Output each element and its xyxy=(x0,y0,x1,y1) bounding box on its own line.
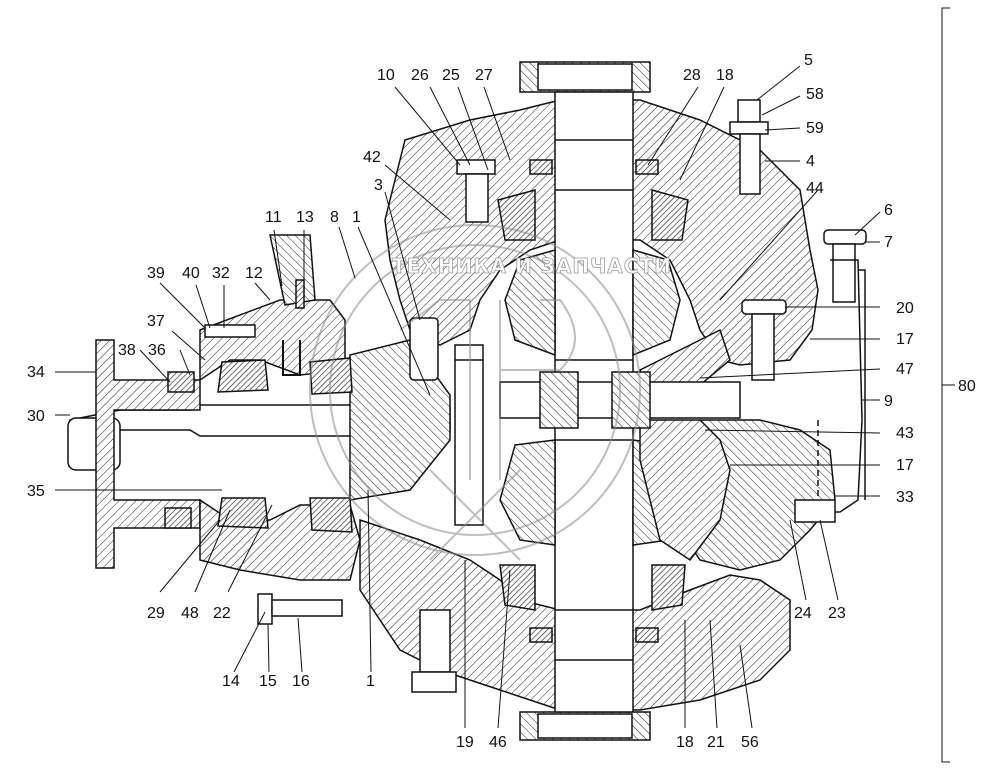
watermark xyxy=(309,224,641,561)
pinion-bearing-inner-bot xyxy=(309,497,353,533)
label-43: 43 xyxy=(896,425,914,442)
bolt-top-26 xyxy=(456,159,496,223)
bolt-6 xyxy=(823,229,867,303)
label-17-bot: 17 xyxy=(896,457,914,474)
bolt-lower xyxy=(411,609,457,693)
bolt-20 xyxy=(741,299,787,381)
callout-labels: 10 26 25 27 28 18 5 58 59 4 42 3 44 6 7 … xyxy=(27,52,976,751)
label-22: 22 xyxy=(213,605,231,622)
upper-seal-left xyxy=(529,159,553,175)
label-80: 80 xyxy=(958,378,976,395)
label-16: 16 xyxy=(292,673,310,690)
label-1-top: 1 xyxy=(352,209,361,226)
label-26: 26 xyxy=(411,67,429,84)
label-42: 42 xyxy=(363,149,381,166)
side-cover-9 xyxy=(820,259,863,513)
label-30: 30 xyxy=(27,408,45,425)
pinion-bearing-outer-bot xyxy=(217,497,269,529)
label-28: 28 xyxy=(683,67,701,84)
label-46: 46 xyxy=(489,734,507,751)
label-18-bot: 18 xyxy=(676,734,694,751)
label-29: 29 xyxy=(147,605,165,622)
pinion-stud xyxy=(409,317,439,381)
label-59: 59 xyxy=(806,120,824,137)
flange-seal-bot xyxy=(164,507,192,529)
label-25: 25 xyxy=(442,67,460,84)
label-6: 6 xyxy=(884,202,893,219)
label-3: 3 xyxy=(374,177,383,194)
label-44: 44 xyxy=(806,180,824,197)
side-gear-upper xyxy=(504,249,556,357)
label-39: 39 xyxy=(147,265,165,282)
label-36: 36 xyxy=(148,342,166,359)
label-20: 20 xyxy=(896,300,914,317)
label-14: 14 xyxy=(222,673,240,690)
label-5: 5 xyxy=(804,52,813,69)
flange-seal-top xyxy=(167,371,195,393)
bolt-32 xyxy=(204,324,256,338)
label-56: 56 xyxy=(741,734,759,751)
label-8: 8 xyxy=(330,209,339,226)
label-19: 19 xyxy=(456,734,474,751)
lower-seal-right xyxy=(635,627,659,643)
leader-lines xyxy=(55,7,955,763)
label-58: 58 xyxy=(806,86,824,103)
label-18-top: 18 xyxy=(716,67,734,84)
label-32: 32 xyxy=(212,265,230,282)
label-48: 48 xyxy=(181,605,199,622)
lower-seal-left xyxy=(529,627,553,643)
label-12: 12 xyxy=(245,265,263,282)
label-33: 33 xyxy=(896,489,914,506)
label-10: 10 xyxy=(377,67,395,84)
side-gear-upper-right xyxy=(632,249,681,357)
bolt-5 xyxy=(729,99,769,195)
lower-bearing-left xyxy=(499,564,536,611)
assembly-drawing xyxy=(67,61,867,741)
label-1-bot: 1 xyxy=(366,673,375,690)
label-40: 40 xyxy=(182,265,200,282)
pinion-cover-11 xyxy=(269,234,316,306)
label-17-top: 17 xyxy=(896,331,914,348)
label-37: 37 xyxy=(147,313,165,330)
label-27: 27 xyxy=(475,67,493,84)
label-23: 23 xyxy=(828,605,846,622)
label-11: 11 xyxy=(265,209,282,226)
label-15: 15 xyxy=(259,673,277,690)
label-9: 9 xyxy=(884,393,893,410)
label-34: 34 xyxy=(27,364,45,381)
label-47: 47 xyxy=(896,361,914,378)
bolt-14 xyxy=(257,593,343,625)
upper-seal-right xyxy=(635,159,659,175)
side-gear-lower xyxy=(499,439,556,546)
lower-bearing-right xyxy=(651,564,686,611)
label-21: 21 xyxy=(707,734,725,751)
upper-bearing-right xyxy=(651,189,689,241)
gasket-13 xyxy=(295,279,305,309)
pinion-bearing-outer-top xyxy=(217,359,269,393)
label-4: 4 xyxy=(806,153,815,170)
label-35: 35 xyxy=(27,483,45,500)
label-24: 24 xyxy=(794,605,812,622)
drain-plug xyxy=(794,499,836,523)
label-7: 7 xyxy=(884,234,893,251)
label-13: 13 xyxy=(296,209,314,226)
watermark-text: ТЕХНИКА И ЗАПЧАСТИ xyxy=(392,254,672,278)
label-38: 38 xyxy=(118,342,136,359)
